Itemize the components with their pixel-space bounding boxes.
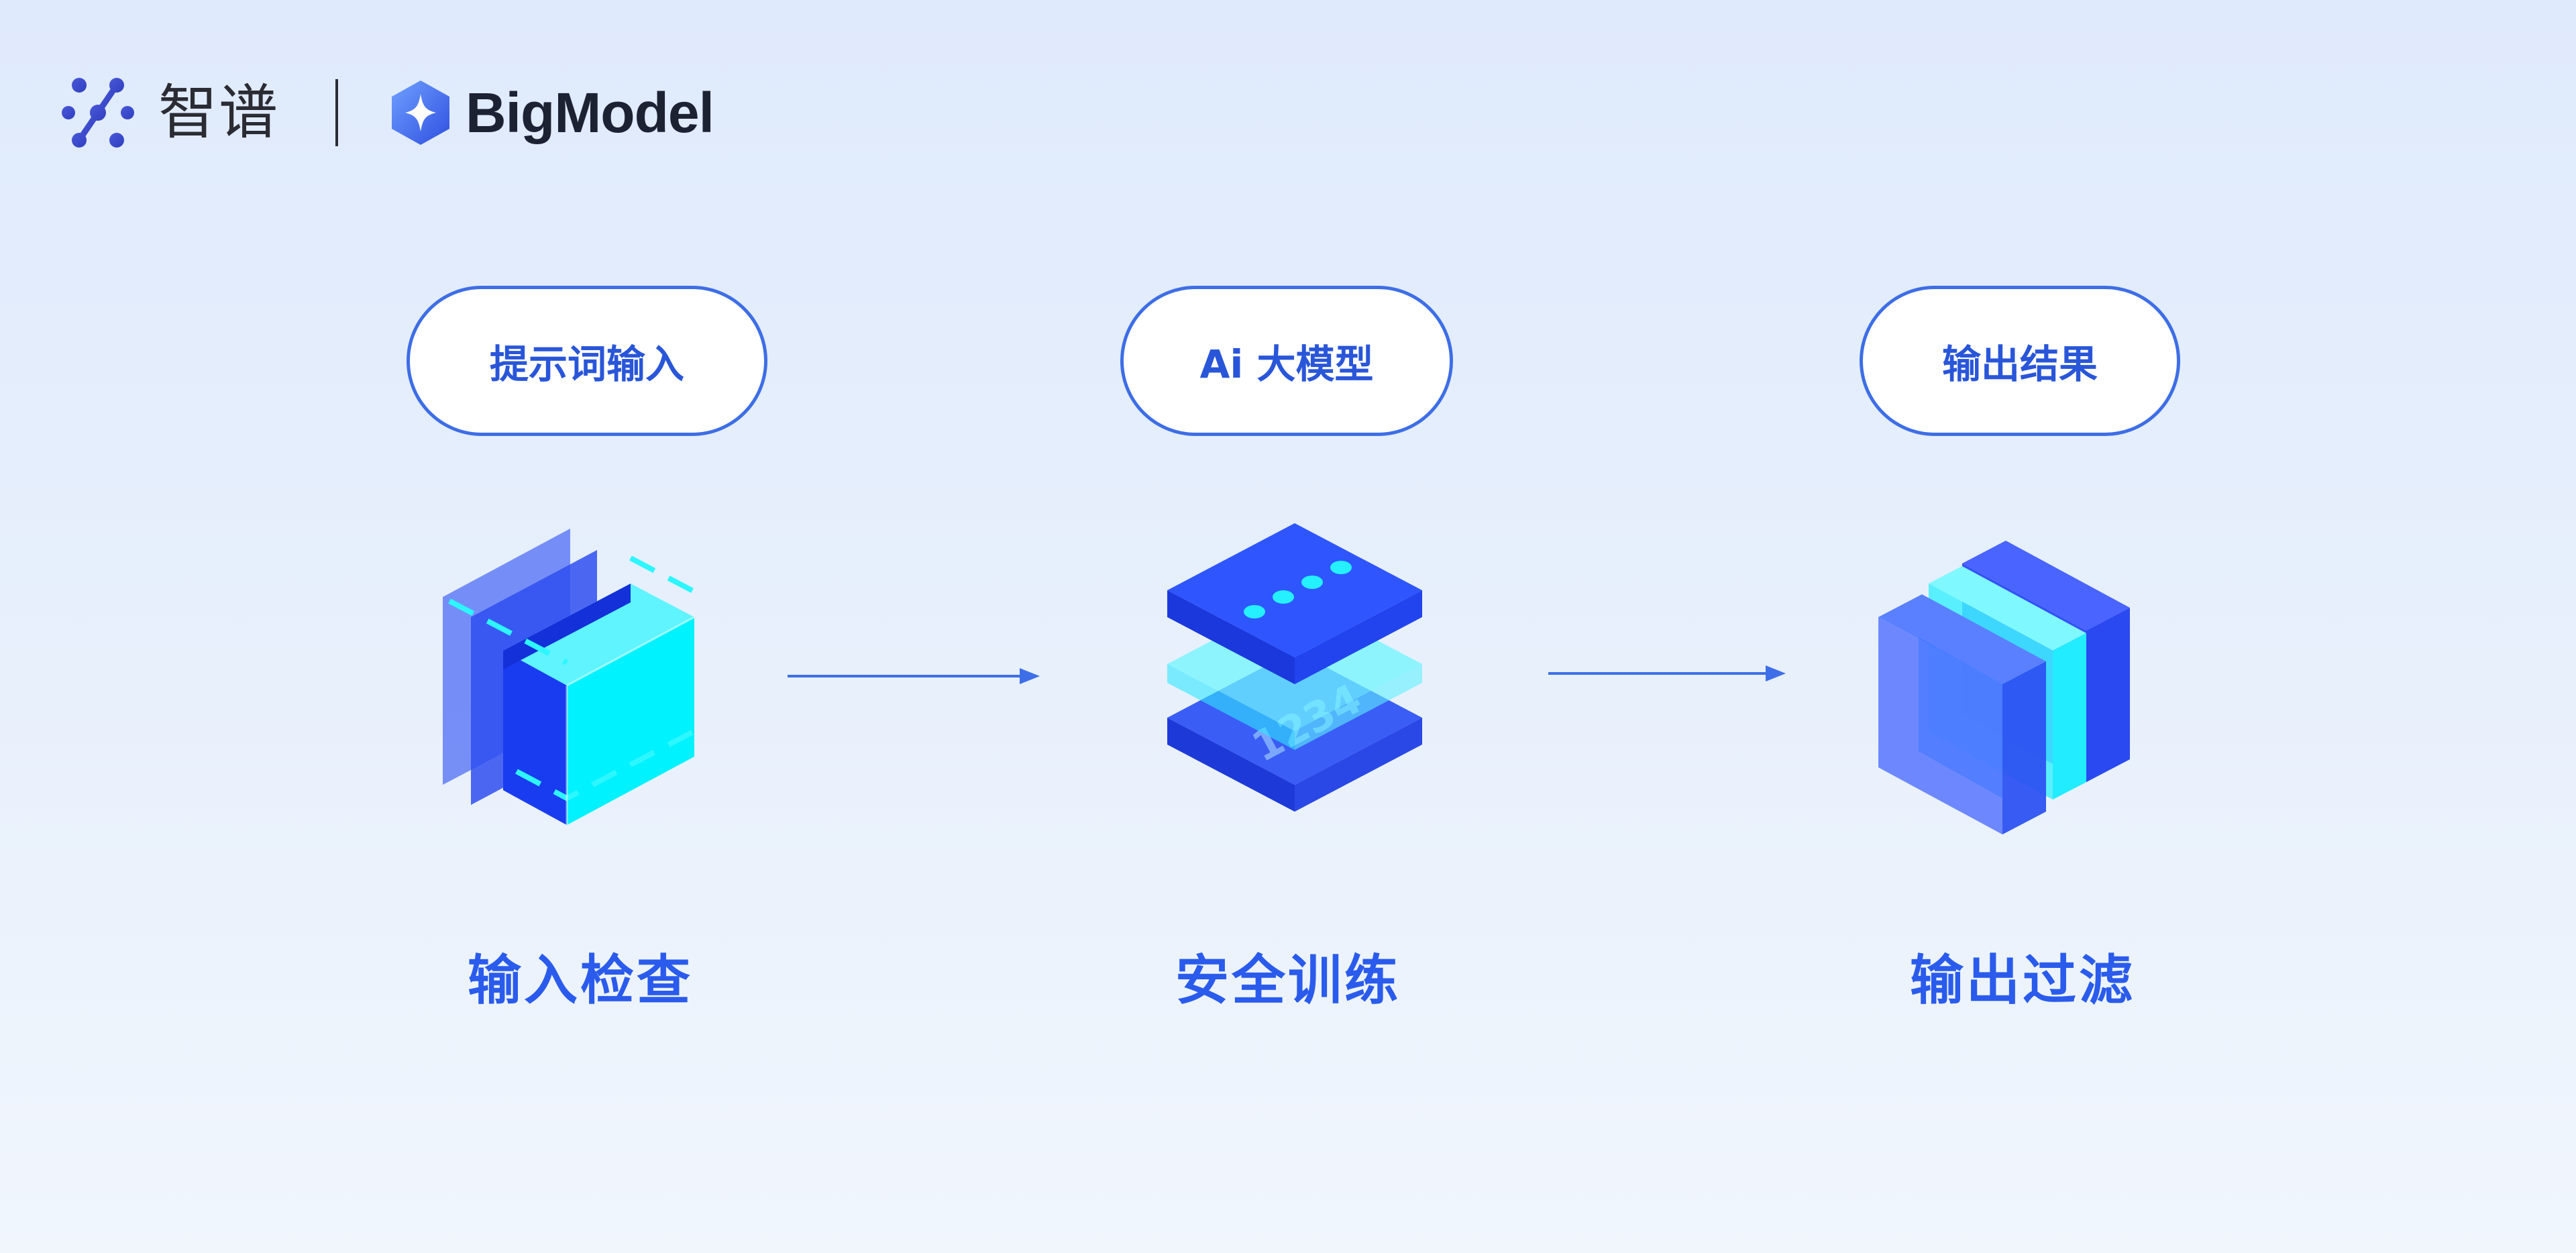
layered-cube-icon [429, 516, 711, 838]
flow-arrow-1 [788, 663, 1040, 690]
stage-2-label: Ai 大模型 [1120, 286, 1453, 436]
filter-blocks-icon [1865, 516, 2147, 838]
brand-name-cn: 智谱 [158, 78, 280, 147]
header-divider [335, 79, 339, 146]
stacked-layers-icon: 1234 [1154, 516, 1436, 838]
bigmodel-logo-icon [392, 80, 450, 145]
stage-3-label: 输出结果 [1860, 286, 2180, 436]
flow-arrow-2 [1548, 660, 1786, 687]
stage-1-caption: 输入检查 [468, 949, 693, 1012]
brand-header: 智谱 BigModel [59, 72, 714, 153]
stage-2-caption: 安全训练 [1175, 949, 1401, 1012]
stage-1-label: 提示词输入 [407, 286, 767, 436]
stage-3-caption: 输出过滤 [1910, 949, 2135, 1012]
brand-name-en: BigModel [466, 81, 714, 144]
zhipu-logo-icon [62, 78, 134, 148]
